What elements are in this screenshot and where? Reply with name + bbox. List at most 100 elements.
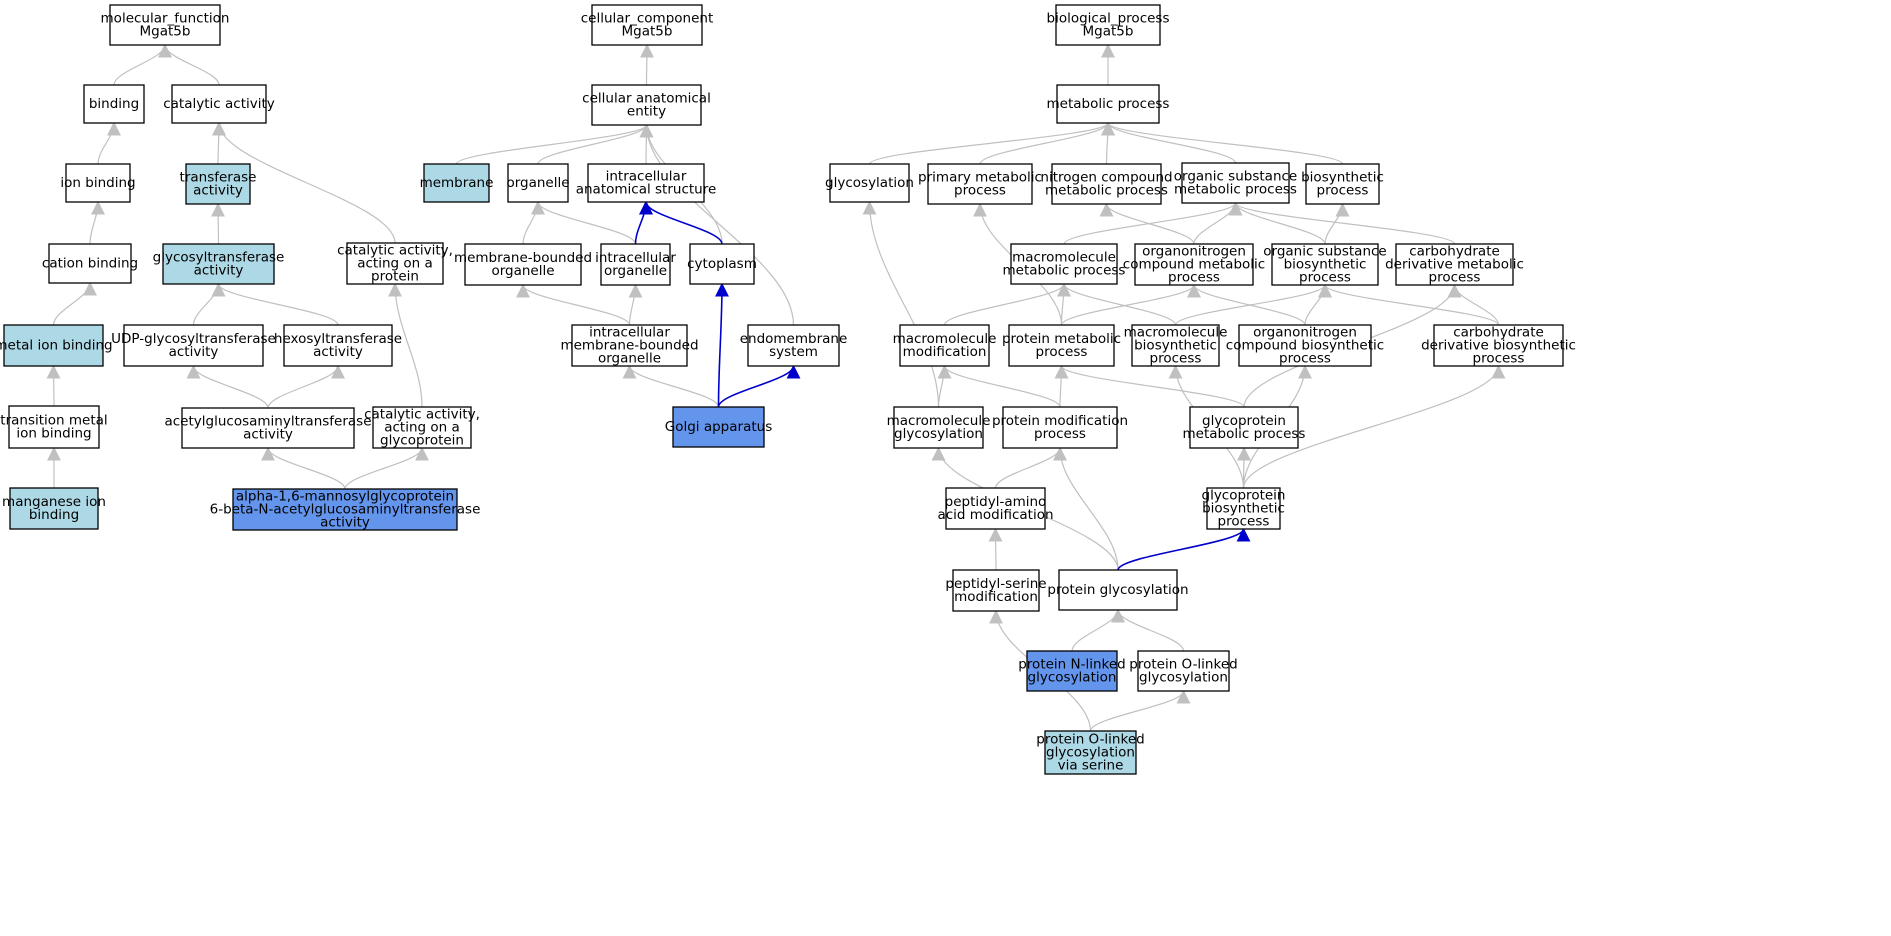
edge-organonit_bio-to-organonit_met — [1187, 283, 1306, 326]
node-label-cell_anat-1: entity — [627, 104, 666, 120]
node-label-o_linked-0: protein O-linked — [1129, 657, 1237, 673]
node-box-nitrogen_met — [1051, 163, 1162, 205]
node-label-protein_met-1: process — [1036, 344, 1088, 360]
node-label-glycosyltransferase-1: activity — [194, 263, 244, 279]
node-label-macromol_met-0: macromolecule — [1012, 250, 1116, 266]
node-label-glycosylation-0: glycosylation — [825, 175, 914, 191]
node-label-alpha16-2: activity — [320, 515, 370, 531]
edge-org_sub_bio-to-biosynthetic — [1324, 202, 1350, 245]
edge-cytoplasm-to-intra_anat — [639, 200, 723, 245]
node-organelle[interactable]: organelle — [506, 163, 570, 203]
node-label-glycoprot_met-1: metabolic process — [1183, 426, 1306, 442]
edge-organonit_met-to-nitrogen_met — [1099, 202, 1195, 245]
node-catalytic[interactable]: catalytic activity — [163, 84, 275, 124]
edge-glycosylation-to-metabolic — [868, 121, 1115, 165]
edge-n_linked-to-protein_glyco — [1071, 608, 1125, 652]
node-box-cc_root — [591, 4, 703, 46]
node-cation_binding[interactable]: cation binding — [42, 243, 138, 284]
edge-alpha16-to-acetylglucos — [261, 446, 346, 490]
node-box-organonit_met — [1134, 243, 1254, 286]
node-binding[interactable]: binding — [83, 84, 145, 124]
edge-primary_met-to-metabolic — [979, 121, 1115, 165]
node-label-udp_glyco-1: activity — [169, 344, 219, 360]
node-box-macromol_mod — [899, 324, 990, 367]
node-cytoplasm[interactable]: cytoplasm — [687, 243, 757, 285]
node-ion_binding[interactable]: ion binding — [60, 163, 136, 203]
node-label-carb_met-0: carbohydrate — [1409, 244, 1500, 260]
node-membrane[interactable]: membrane — [420, 163, 494, 203]
node-label-alpha16-0: alpha-1,6-mannosylglycoprotein — [236, 489, 454, 505]
node-metabolic[interactable]: metabolic process — [1047, 84, 1170, 124]
node-box-macromol_glyco — [893, 406, 984, 449]
node-label-cell_anat-0: cellular anatomical — [582, 91, 711, 107]
node-box-manganese — [9, 487, 99, 530]
edge-biosynthetic-to-metabolic — [1101, 121, 1344, 165]
node-box-o_linked_serine — [1044, 730, 1137, 775]
node-label-carb_met-1: derivative metabolic — [1385, 257, 1524, 273]
node-label-macromol_bio-0: macromolecule — [1124, 325, 1228, 341]
node-alpha16[interactable]: alpha-1,6-mannosylglycoprotein6-beta-N-a… — [210, 488, 481, 531]
node-box-protein_met — [1008, 324, 1115, 367]
node-box-golgi — [672, 406, 765, 448]
node-label-glycosyltransferase-0: glycosyltransferase — [153, 250, 285, 266]
node-label-org_sub_met-0: organic substance — [1174, 169, 1297, 185]
node-label-organonit_met-0: organonitrogen — [1142, 244, 1246, 260]
node-glycosylation[interactable]: glycosylation — [825, 163, 914, 203]
node-label-peptidyl_amino-1: acid modification — [937, 507, 1053, 523]
node-label-mem_bounded-1: organelle — [491, 263, 554, 279]
node-label-acetylglucos-1: activity — [243, 427, 293, 443]
node-label-n_linked-1: glycosylation — [1028, 670, 1117, 686]
node-label-cat_glycoprotein-2: glycoprotein — [380, 433, 464, 449]
node-box-ion_binding — [65, 163, 131, 203]
node-cat_glycoprotein[interactable]: catalytic activity,acting on aglycoprote… — [364, 406, 480, 449]
edge-mem_bounded-to-organelle — [522, 200, 545, 245]
node-label-protein_mod-0: protein modification — [992, 413, 1128, 429]
node-metal_ion[interactable]: metal ion binding — [0, 324, 113, 367]
node-box-endomembrane — [747, 324, 840, 367]
node-protein_glyco[interactable]: protein glycosylation — [1047, 569, 1189, 611]
node-label-nitrogen_met-0: nitrogen compound — [1040, 170, 1172, 186]
node-golgi[interactable]: Golgi apparatus — [665, 406, 772, 448]
node-label-macromol_bio-2: process — [1150, 351, 1202, 367]
